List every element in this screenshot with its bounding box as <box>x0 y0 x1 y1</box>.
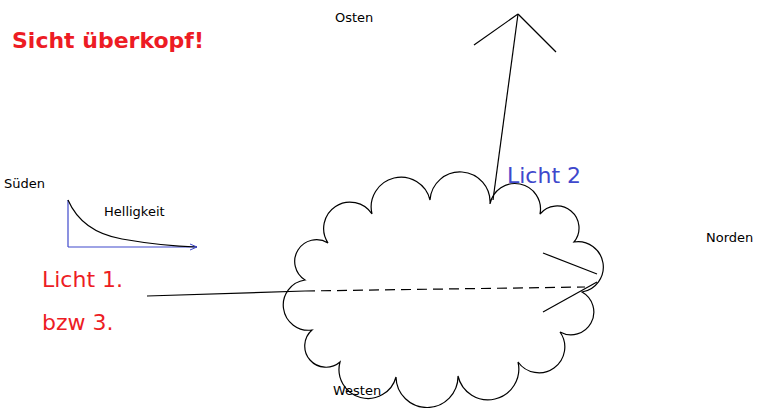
arrow-head <box>518 14 556 52</box>
arrow-head <box>543 282 597 312</box>
light-label: Licht 1. bzw 3. <box>42 258 142 344</box>
brightness-curve <box>68 200 197 247</box>
arrow-head <box>543 253 597 274</box>
direction-label: Norden <box>706 230 753 246</box>
arrow-head <box>474 14 518 45</box>
direction-label: Westen <box>333 383 381 399</box>
graph-arrow <box>190 244 197 250</box>
light-label: Licht 2 <box>507 163 581 189</box>
direction-label: Süden <box>4 176 45 192</box>
light-ray <box>147 291 305 296</box>
light-ray-dashed <box>305 287 585 291</box>
axis-label: Helligkeit <box>104 204 165 220</box>
view-note: Sicht überkopf! <box>12 28 204 54</box>
direction-label: Osten <box>335 10 373 26</box>
graph-axis <box>67 200 68 247</box>
cloud <box>283 172 603 408</box>
